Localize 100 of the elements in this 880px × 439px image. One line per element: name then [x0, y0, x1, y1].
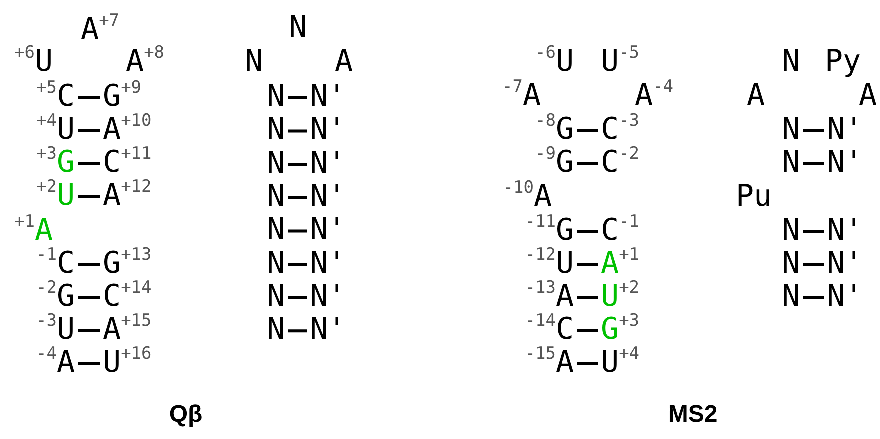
nucleotide-letter: A [747, 78, 766, 114]
nucleotide-letter: N' [310, 212, 346, 248]
base-pair-dash [803, 296, 824, 300]
hairpin-caption: MS2 [668, 400, 718, 430]
base-pair-dash [78, 196, 100, 198]
position-number: +5 [36, 80, 57, 97]
base-pair-dash [577, 296, 598, 300]
base-pair-dash [803, 162, 824, 166]
nucleotide-letter: A [635, 78, 654, 113]
base-pair-dash [78, 96, 100, 100]
position-number: +1 [619, 247, 640, 264]
nucleotide-letter: N' [310, 112, 346, 148]
base-pair-dash [78, 362, 100, 366]
position-number: +3 [619, 313, 640, 330]
nucleotide-letter: U [35, 44, 54, 80]
base-pair-dash [288, 330, 307, 333]
nucleotide-letter: N' [310, 79, 346, 115]
nucleotide-letter: N [267, 312, 286, 348]
nucleotide-letter: A [103, 112, 122, 148]
position-number: -12 [525, 247, 556, 264]
position-number: +2 [619, 280, 640, 297]
nucleotide-letter: N' [310, 246, 346, 282]
nucleotide-letter: C [556, 312, 574, 348]
base-pair-dash [577, 162, 598, 166]
position-number: -15 [525, 346, 556, 363]
nucleotide-letter: N' [827, 246, 864, 282]
base-pair-dash [288, 163, 307, 166]
nucleotide-letter: G [103, 79, 122, 115]
nucleotide-letter: U [103, 345, 122, 381]
position-number: -3 [36, 313, 57, 330]
nucleotide-letter: G [556, 145, 574, 181]
nucleotide-letter: A [859, 78, 878, 114]
nucleotide-letter: U [57, 312, 76, 348]
position-number: +10 [121, 113, 152, 130]
nucleotide-letter: A [556, 345, 574, 381]
nucleotide-letter: N' [827, 279, 864, 315]
base-pair-dash [577, 130, 598, 132]
position-number: +14 [121, 280, 152, 297]
nucleotide-letter: N [267, 212, 286, 248]
position-number: +2 [36, 179, 57, 196]
nucleotide-letter: G [556, 213, 574, 249]
position-number: -5 [619, 45, 640, 62]
base-pair-dash [803, 264, 824, 266]
position-number: +11 [121, 146, 152, 163]
base-pair-dash [78, 264, 100, 266]
base-pair-dash [803, 230, 824, 234]
position-number: -1 [619, 214, 640, 231]
nucleotide-letter: N [267, 79, 286, 115]
base-pair-dash [288, 296, 307, 300]
position-number: -4 [36, 346, 57, 363]
position-number: -6 [536, 45, 556, 62]
position-number: -1 [36, 247, 57, 264]
nucleotide-letter: N [782, 145, 800, 181]
nucleotide-letter: N [782, 279, 800, 315]
nucleotide-letter: Pu [736, 179, 772, 215]
position-number: -4 [653, 79, 674, 96]
nucleotide-letter: A [81, 12, 100, 48]
position-number: +1 [14, 214, 35, 231]
nucleotide-letter: N [782, 44, 800, 80]
nucleotide-letter: U [57, 112, 76, 148]
base-pair-dash [577, 264, 598, 266]
position-number: +15 [121, 313, 152, 330]
base-pair-dash [78, 162, 100, 166]
nucleotide-letter: N [267, 112, 286, 148]
position-number: +16 [121, 346, 152, 363]
nucleotide-letter: C [103, 145, 122, 181]
nucleotide-letter: A [103, 312, 122, 348]
base-pair-dash [78, 130, 100, 132]
base-pair-dash [288, 96, 307, 100]
nucleotide-letter: A [103, 178, 122, 214]
nucleotide-letter: G [601, 312, 620, 348]
nucleotide-letter: A [534, 179, 552, 214]
nucleotide-letter: A [601, 246, 620, 282]
nucleotide-letter: A [523, 78, 542, 113]
nucleotide-letter: G [57, 145, 76, 181]
nucleotide-letter: A [335, 44, 354, 80]
nucleotide-letter: N [289, 10, 308, 46]
nucleotide-letter: N [267, 246, 286, 282]
nucleotide-letter: A [556, 279, 574, 315]
nucleotide-letter: G [556, 112, 574, 148]
nucleotide-letter: N [782, 213, 800, 249]
nucleotide-letter: U [601, 279, 620, 315]
position-number: +13 [121, 247, 152, 264]
base-pair-dash [577, 230, 598, 234]
position-number: -2 [36, 280, 57, 297]
base-pair-dash [288, 263, 307, 266]
base-pair-dash [288, 230, 307, 233]
position-number: -9 [536, 146, 556, 163]
nucleotide-letter: C [57, 246, 76, 282]
position-number: +4 [619, 346, 640, 363]
nucleotide-letter: C [601, 112, 620, 148]
position-number: +9 [121, 80, 142, 97]
nucleotide-letter: A [35, 213, 54, 248]
position-number: -14 [525, 313, 556, 330]
nucleotide-letter: G [57, 279, 76, 315]
nucleotide-letter: N' [827, 112, 864, 148]
nucleotide-letter: A [126, 44, 144, 80]
position-number: +12 [121, 179, 152, 196]
position-number: +8 [144, 45, 165, 62]
position-number: +3 [36, 146, 57, 163]
